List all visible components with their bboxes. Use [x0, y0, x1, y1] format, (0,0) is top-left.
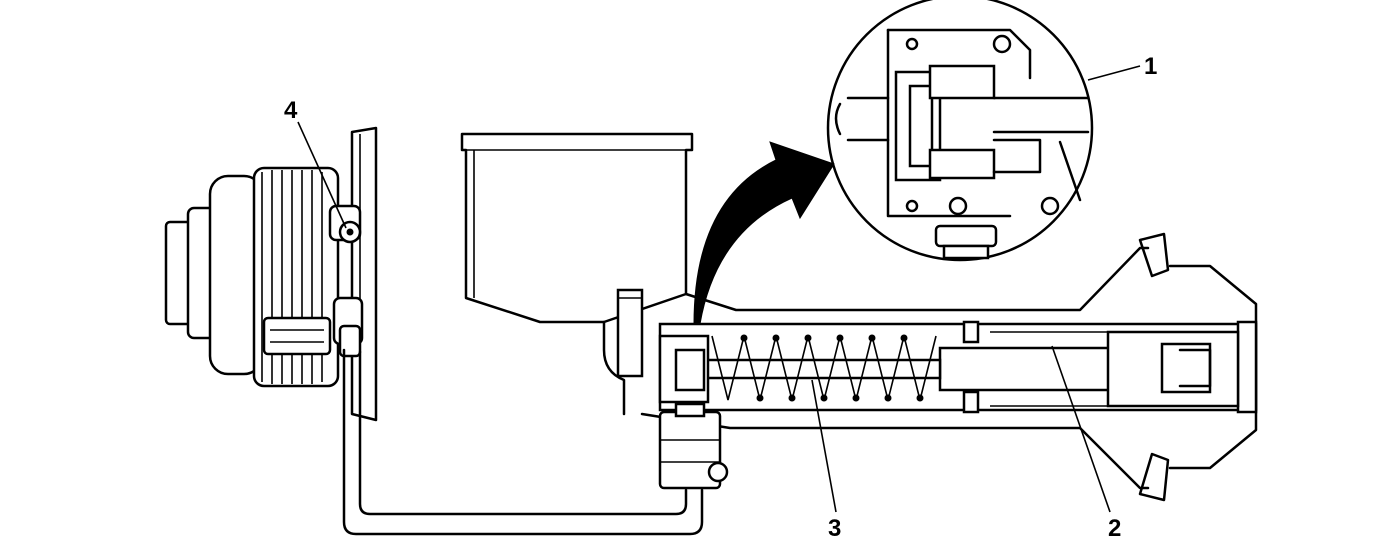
power-steering-pump	[164, 126, 378, 422]
fluid-reservoir	[460, 132, 694, 416]
valve-housing	[640, 232, 1258, 502]
detail-arrow	[693, 141, 835, 325]
detail-view	[826, 0, 1094, 262]
callout-4: 4	[284, 97, 298, 124]
hose-line	[342, 348, 704, 536]
callout-3: 3	[828, 515, 841, 542]
callout-1: 1	[1144, 53, 1157, 80]
leader-lines	[297, 65, 1141, 513]
callout-2: 2	[1108, 515, 1121, 542]
